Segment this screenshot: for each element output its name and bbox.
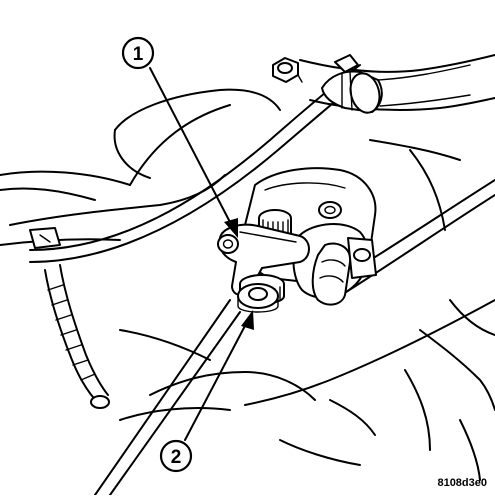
callout-number-1: 1 [133, 44, 144, 65]
hose-assembly [321, 54, 471, 114]
figure-code: 8108d3e0 [437, 477, 487, 489]
callout-1: 1 [121, 36, 155, 70]
callout-circle-2 [159, 439, 193, 473]
arrowhead-1 [224, 218, 238, 238]
leader-line-1 [149, 67, 233, 227]
callout-circle-1 [121, 36, 155, 70]
callout-number-2: 2 [171, 447, 182, 468]
mechanism [217, 167, 377, 313]
wiring-loom [29, 227, 110, 409]
callout-2: 2 [159, 439, 193, 473]
leader-line-2 [184, 321, 248, 441]
bolt-top [272, 57, 303, 83]
arrowhead-2 [241, 310, 254, 330]
callout-leaders [149, 67, 254, 441]
